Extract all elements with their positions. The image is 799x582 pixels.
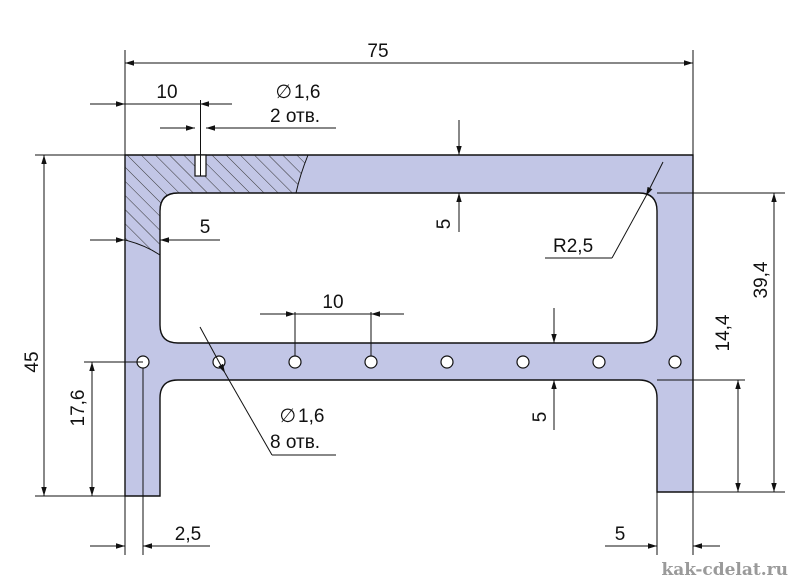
hole-row xyxy=(136,355,682,369)
label-hole-row-height: 17,6 xyxy=(68,390,89,427)
hole xyxy=(516,355,530,369)
hole xyxy=(440,355,454,369)
hole xyxy=(364,355,378,369)
label-left-edge-offset: 2,5 xyxy=(175,524,201,545)
label-bottom-hole-count: 8 отв. xyxy=(270,432,320,453)
label-overall-width: 75 xyxy=(367,41,388,62)
label-top-diameter-symbol: ∅ xyxy=(275,82,292,103)
label-left-wall: 5 xyxy=(200,217,211,238)
label-bottom-hole-diameter: 1,6 xyxy=(298,406,324,427)
label-crossbar-wall: 5 xyxy=(530,412,551,423)
label-top-offset: 10 xyxy=(156,82,177,103)
label-overall-height: 45 xyxy=(22,351,43,372)
hole xyxy=(288,355,302,369)
label-top-wall: 5 xyxy=(434,219,455,230)
hole xyxy=(592,355,606,369)
label-top-hole-diameter: 1,6 xyxy=(294,82,320,103)
label-top-hole-count: 2 отв. xyxy=(270,106,320,127)
label-inner-height: 39,4 xyxy=(751,261,772,298)
label-hole-pitch: 10 xyxy=(322,292,343,313)
label-bottom-diameter-symbol: ∅ xyxy=(279,406,296,427)
hole xyxy=(668,355,682,369)
watermark: kak-cdelat.ru xyxy=(661,560,788,580)
part-body xyxy=(124,154,694,497)
label-radius: R2,5 xyxy=(553,236,593,257)
label-right-leg-width: 5 xyxy=(615,524,626,545)
section-hatch xyxy=(124,154,309,256)
label-crossbar-height: 14,4 xyxy=(713,314,734,351)
